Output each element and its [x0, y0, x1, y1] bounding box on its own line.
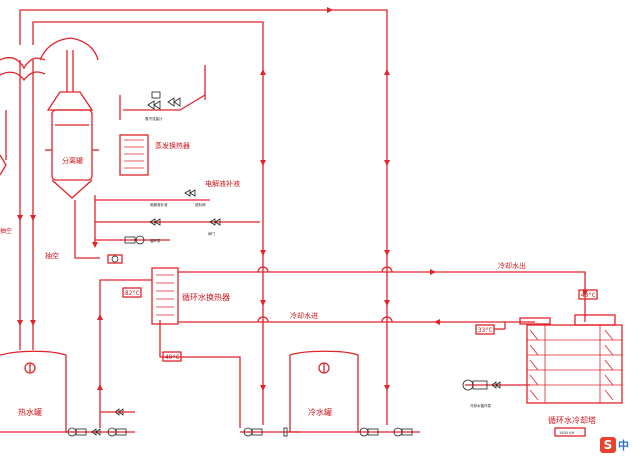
- svg-text:循环泵: 循环泵: [150, 238, 161, 243]
- hot-tank-label: 热水罐: [18, 407, 42, 417]
- left-evaporator: [0, 57, 46, 176]
- temp-33: 33°C: [478, 327, 493, 334]
- valves-upper: 蒸汽流量计 电解液补液 电解液补液 进料阀 循环泵 阀门 抽空: [45, 91, 240, 264]
- pumps-bottom: [67, 408, 413, 437]
- site-watermark: S 中: [600, 436, 638, 454]
- evap-hx-label: 蒸发换热器: [155, 141, 190, 150]
- cold-water-tank: 冷水罐: [289, 350, 359, 433]
- left-edge-label: 抽空: [0, 227, 12, 235]
- svg-text:蒸汽流量计: 蒸汽流量计: [145, 116, 163, 121]
- separator-label: 分离罐: [62, 156, 83, 165]
- tower-spec: 1500 t/H: [559, 431, 575, 435]
- temp-82: 82°C: [125, 290, 140, 297]
- svg-text:进料阀: 进料阀: [195, 202, 206, 207]
- svg-text:阀门: 阀门: [208, 231, 215, 236]
- cooling-water-in-label: 冷却水进: [290, 311, 318, 320]
- watermark-logo-icon: S: [600, 437, 616, 453]
- temp-43: 43°C: [581, 292, 596, 299]
- temp-40: 40°C: [165, 354, 180, 361]
- svg-text:电解液补液: 电解液补液: [150, 202, 168, 207]
- cooling-tower-label: 循环水冷却塔: [548, 415, 596, 425]
- cooling-tower: 循环水冷却塔 1500 t/H 冷却水循环泵: [462, 314, 623, 437]
- circ-hx-label: 循环水换热器: [182, 292, 230, 302]
- circulation-heat-exchanger: 循环水换热器: [151, 267, 230, 325]
- electrolyte-label: 电解液补液: [205, 179, 240, 188]
- pipe-network: [19, 9, 586, 433]
- flow-arrows: [17, 7, 588, 391]
- temperature-tags: 82°C 40°C 43°C 33°C: [122, 287, 598, 362]
- cooling-water-out-label: 冷却水出: [498, 261, 526, 270]
- svg-text:冷却水循环泵: 冷却水循环泵: [470, 403, 491, 408]
- separator-tank: 分离罐: [39, 37, 99, 199]
- hot-water-tank: 热水罐: [0, 350, 67, 433]
- evap-heat-exchanger: 蒸发换热器: [119, 134, 190, 176]
- vacuum-label: 抽空: [45, 251, 59, 260]
- cold-tank-label: 冷水罐: [308, 407, 332, 417]
- watermark-text: 中: [618, 439, 629, 452]
